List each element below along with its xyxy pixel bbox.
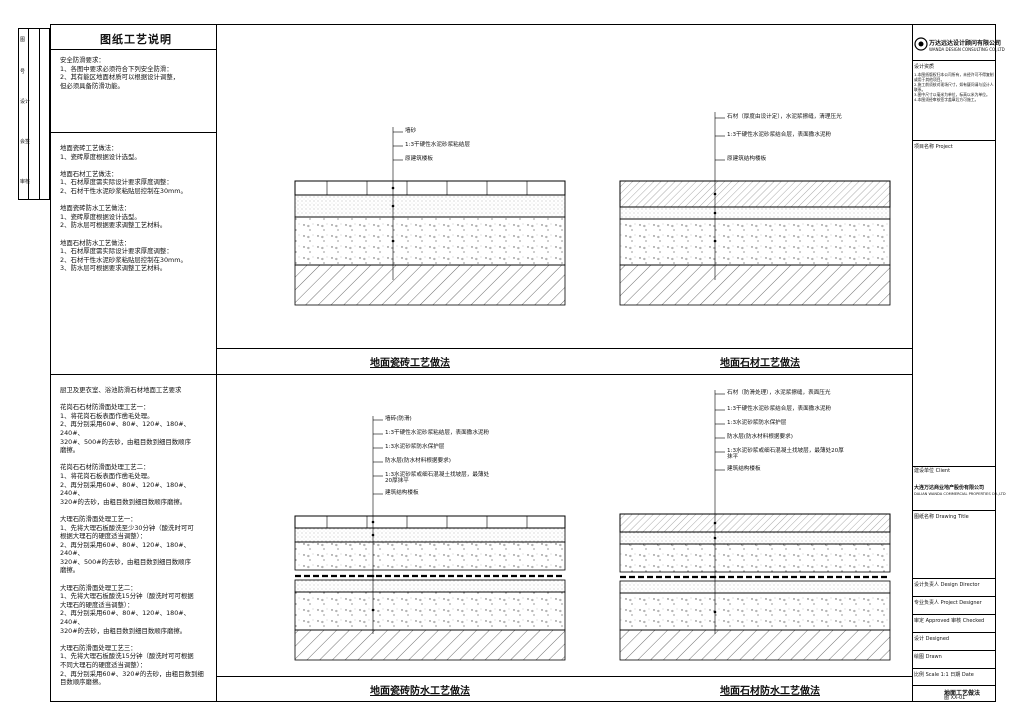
- sign-row: 专业负责人 Project Designer: [914, 600, 982, 606]
- callout-label: 1:3干硬性水泥砂浆结合层，表面撒水泥粉: [727, 132, 832, 138]
- strip-label: 图: [20, 37, 26, 43]
- callout-label: 1:3水泥砂浆防水保护层: [727, 420, 787, 426]
- company-name: 万达远达设计顾问有限公司: [929, 40, 1002, 47]
- client-name-en: DALIAN WANDA COMMERCIAL PROPERTIES CO.,L…: [914, 492, 1006, 496]
- divider: [50, 374, 217, 375]
- divider: [217, 348, 912, 349]
- sign-row: 设计负责人 Design Director: [914, 582, 980, 588]
- detail-stone-waterproof: [619, 390, 891, 661]
- detail-caption: 地面瓷砖防水工艺做法: [370, 686, 470, 697]
- drawing-label: 图纸名称 Drawing Title: [914, 514, 969, 520]
- details-svg: [294, 112, 891, 661]
- company-logo-icon: [914, 37, 928, 51]
- callout-label: 原建筑结构楼板: [727, 156, 767, 162]
- sign-row: 绘图 Drawn: [914, 654, 942, 660]
- cert-label: 设计资质: [914, 64, 935, 70]
- divider: [217, 374, 912, 375]
- callout-label: 1:3水泥砂浆或细石混凝土找坡层，最薄处20厚抹平: [727, 448, 844, 460]
- client-name: 大连万达商业地产股份有限公司: [914, 485, 985, 491]
- sign-row: 设计 Designed: [914, 636, 950, 642]
- strip-label: 号: [20, 69, 26, 75]
- cert-text: 1.本图纸版权归本公司所有，未经许可不得复制或用于其他项目。 2.施工前须核对现…: [914, 72, 994, 102]
- callout-label: 1:3水泥砂浆防水保护层: [385, 444, 445, 450]
- callout-label: 1:3干硬性水泥砂浆粘结层，表面撒水泥粉: [385, 430, 490, 436]
- detail-caption: 地面瓷砖工艺做法: [370, 358, 450, 369]
- callout-label: 1:3干硬性水泥砂浆结合层，表面撒水泥粉: [727, 406, 832, 412]
- callout-label: 石材（厚度由设计定），水泥浆擦缝，清理压光: [727, 114, 842, 120]
- safety-notes: 安全防滑要求： 1、各图中要求必须符合下列安全防滑： 2、其有能区地面材质可以根…: [60, 56, 180, 90]
- antislip-notes: 厨卫及更衣室、浴池防滑石材地面工艺要求 花岗石石材防滑面处理工艺一： 1、将花岗…: [60, 386, 204, 687]
- callout-label: 防水层(防水材料根据要求): [385, 458, 451, 464]
- left-stamp-strip: 图 号 设计 会签 审核: [18, 28, 50, 200]
- notes-title-cell: [50, 24, 217, 50]
- client-label: 建设单位 Client: [914, 468, 951, 474]
- callout-label: 石材（防滑处理），水泥浆擦缝，表面压光: [727, 390, 831, 396]
- strip-label: 会签: [20, 139, 31, 145]
- detail-caption: 地面石材工艺做法: [720, 358, 800, 369]
- callout-label: 建筑结构楼板: [727, 466, 761, 472]
- sheet-number: 图 XX-01: [944, 695, 966, 701]
- strip-label: 设计: [20, 99, 31, 105]
- project-label: 项目名称 Project: [914, 144, 953, 150]
- callout-label: 建筑结构楼板: [385, 490, 419, 496]
- sign-row: 比例 Scale 1:1 日期 Date: [914, 672, 974, 678]
- callout-label: 1:3水泥砂浆或细石混凝土找坡层，最薄处20厚抹平: [385, 472, 490, 484]
- divider: [50, 132, 217, 133]
- sheet-title: 地面工艺做法: [944, 690, 981, 697]
- notes-title: 图纸工艺说明: [100, 33, 172, 46]
- callout-label: 防水层(防水材料根据要求): [727, 434, 793, 440]
- company-name-en: WANDA DESIGN CONSULTING CO.,LTD: [929, 47, 1005, 52]
- detail-stone-floor: [619, 112, 891, 306]
- title-block: [912, 24, 996, 702]
- callout-label: 墙砂: [405, 128, 417, 134]
- method-notes: 地面瓷砖工艺做法： 1、瓷砖厚度根据设计选型。 地面石材工艺做法： 1、石材厚度…: [60, 144, 187, 273]
- detail-caption: 地面石材防水工艺做法: [720, 686, 820, 697]
- callout-label: 墙砖(防滑): [385, 416, 412, 422]
- detail-tile-floor: [294, 127, 566, 306]
- sign-row: 审定 Approved 审核 Checked: [914, 618, 985, 624]
- detail-tile-waterproof: [294, 416, 566, 661]
- divider: [217, 676, 912, 677]
- callout-label: 原建筑楼板: [405, 156, 433, 162]
- callout-label: 1:3干硬性水泥砂浆粘结层: [405, 142, 470, 148]
- strip-label: 审核: [20, 179, 31, 185]
